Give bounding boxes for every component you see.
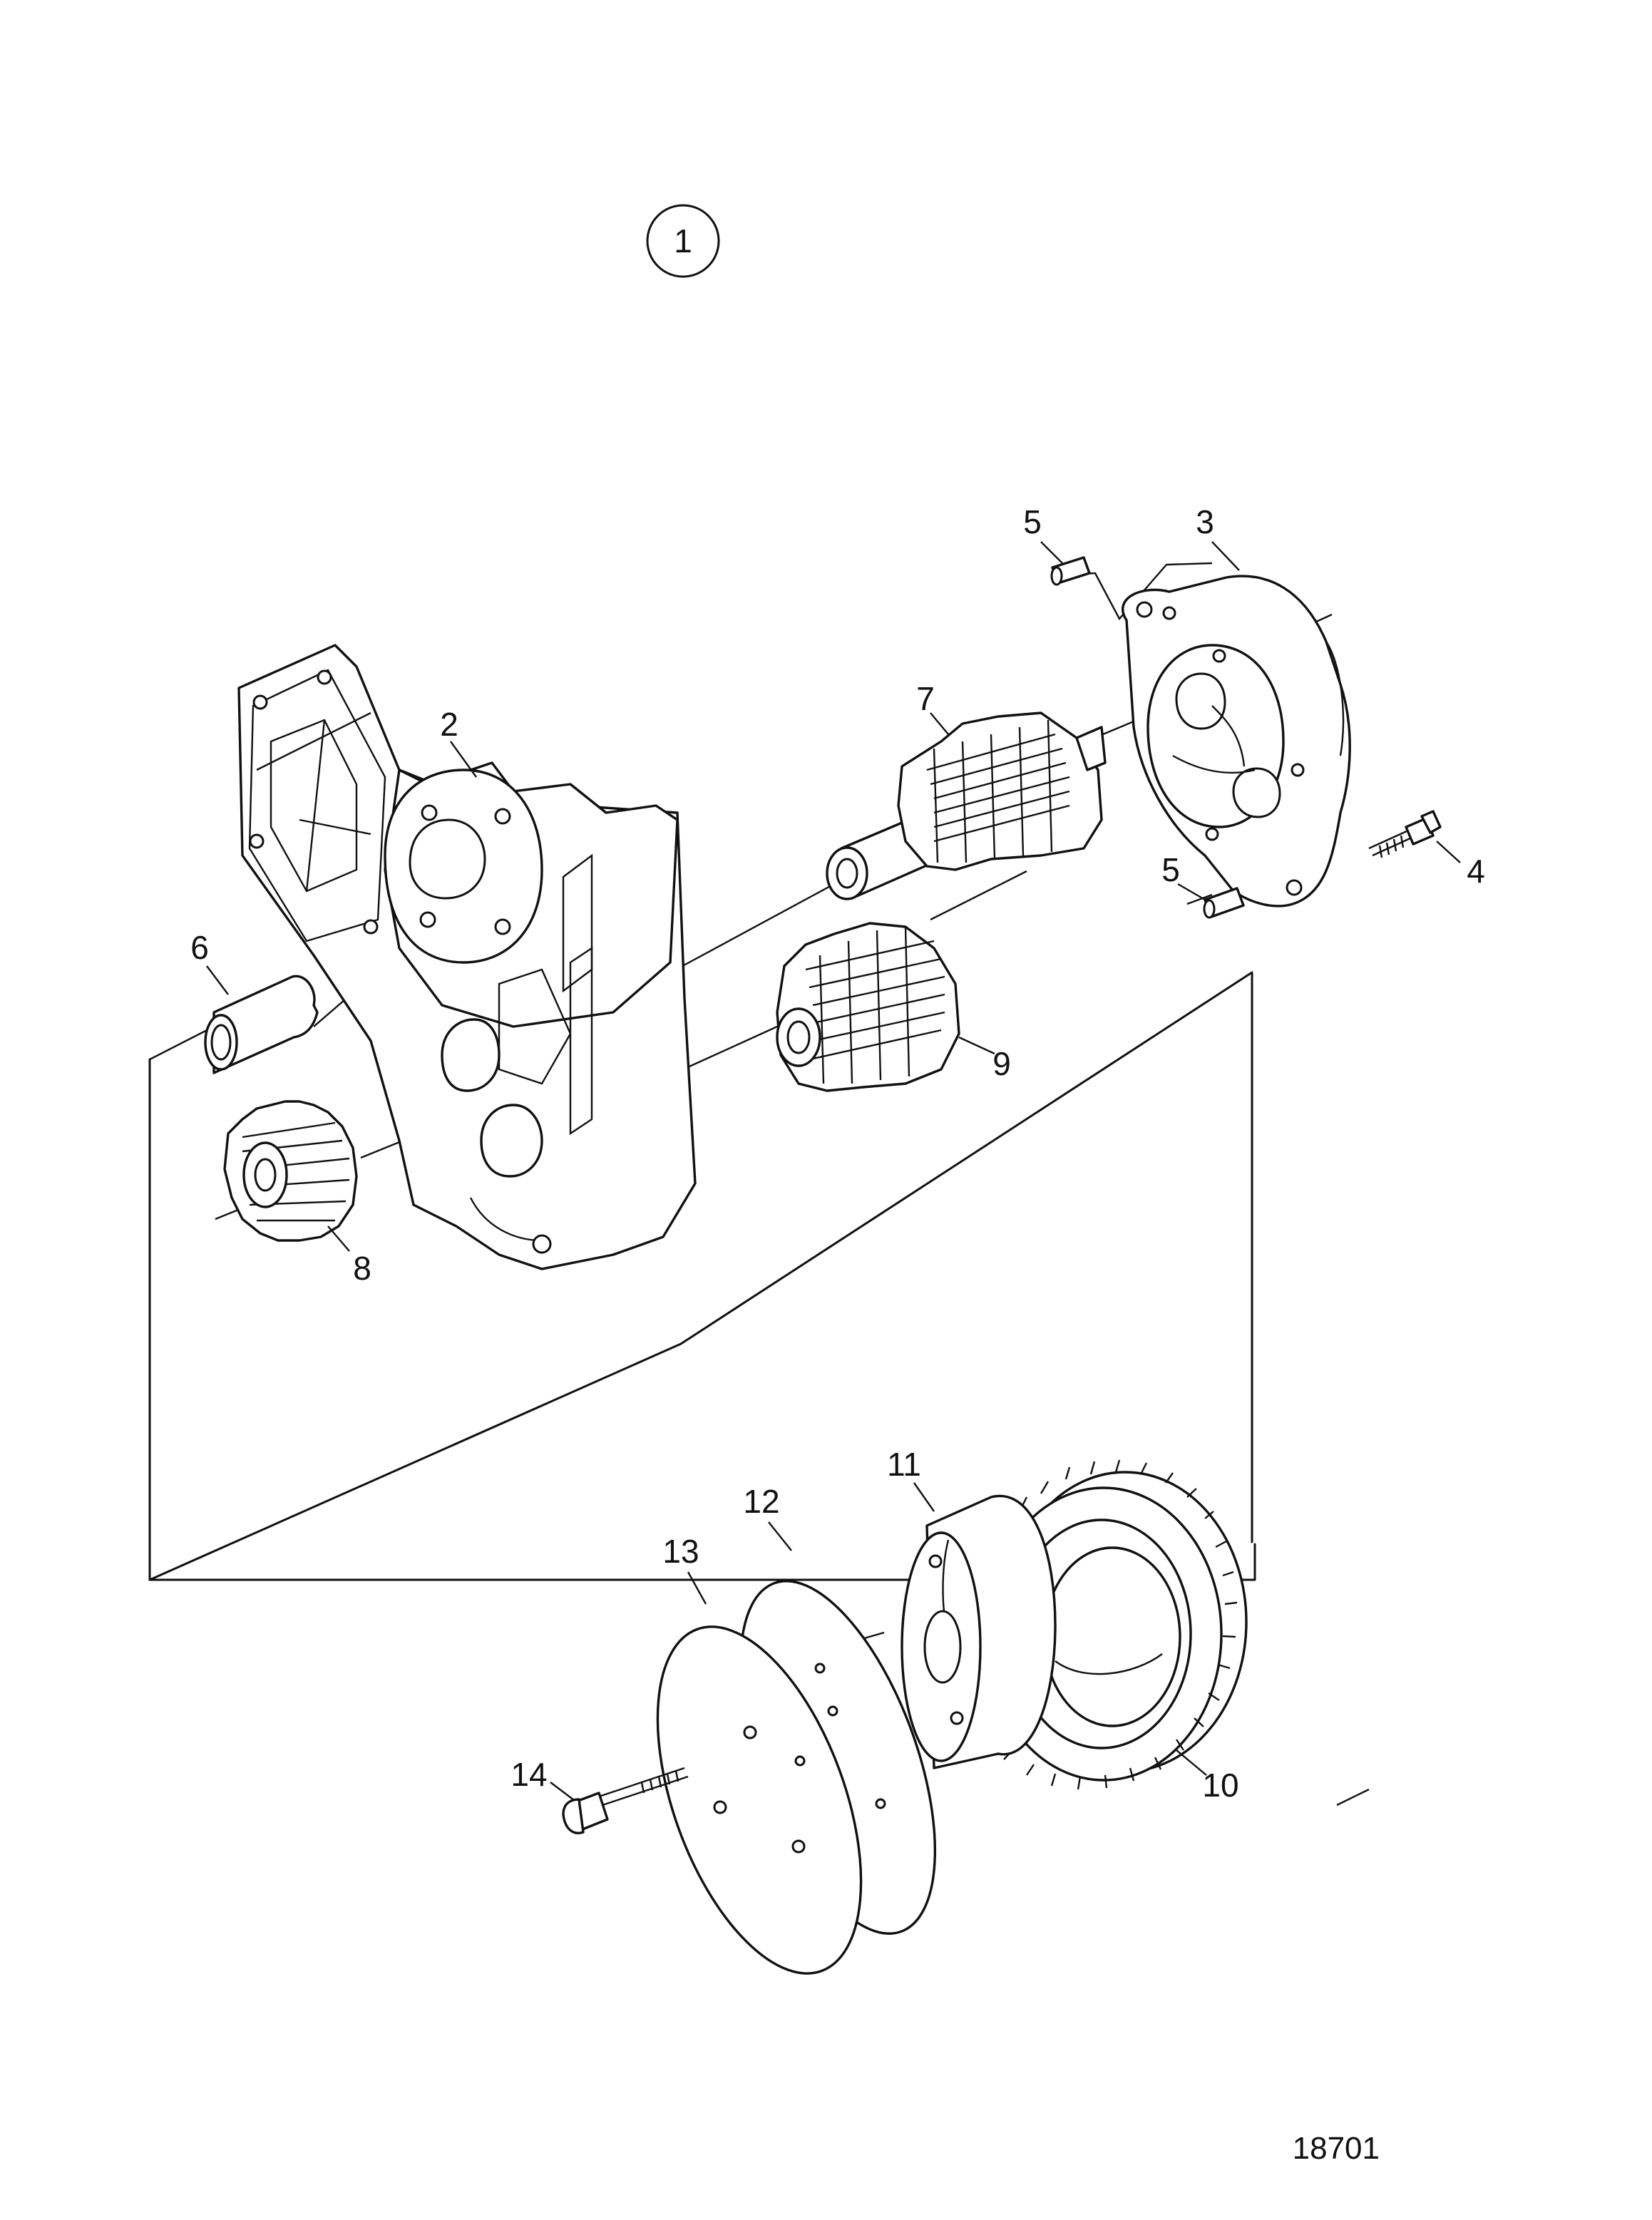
callout-4: 4 bbox=[1467, 853, 1485, 890]
cover-screw bbox=[1368, 810, 1442, 858]
callout-5-upper: 5 bbox=[1023, 503, 1042, 540]
callout-14: 14 bbox=[511, 1756, 547, 1793]
callout-7: 7 bbox=[916, 680, 935, 717]
callout-3: 3 bbox=[1196, 503, 1214, 540]
group-marker: 1 bbox=[646, 204, 720, 278]
drive-gear-shaft bbox=[826, 711, 1107, 900]
callout-13: 13 bbox=[662, 1533, 699, 1570]
callout-12: 12 bbox=[743, 1483, 779, 1520]
hub bbox=[901, 1494, 1057, 1769]
callout-5-lower: 5 bbox=[1161, 851, 1180, 888]
cover-plate bbox=[656, 1625, 863, 1975]
leader-lines bbox=[206, 541, 1461, 1801]
bushing bbox=[204, 975, 319, 1074]
large-gear bbox=[968, 1459, 1248, 1790]
dowel-pin-lower bbox=[1203, 887, 1245, 919]
callout-11: 11 bbox=[887, 1446, 921, 1483]
callout-8: 8 bbox=[353, 1250, 371, 1287]
drawing-number: 18701 bbox=[1293, 2131, 1380, 2166]
callout-6: 6 bbox=[190, 929, 209, 966]
callout-labels: 2 3 4 5 5 6 7 8 9 10 11 12 13 14 bbox=[190, 503, 1485, 1804]
driven-gear bbox=[776, 922, 960, 1092]
pump-housing bbox=[237, 644, 697, 1270]
callout-9: 9 bbox=[992, 1045, 1011, 1082]
group-marker-label: 1 bbox=[674, 222, 692, 259]
pump-cover bbox=[1122, 575, 1351, 908]
bolt bbox=[562, 1767, 689, 1834]
callout-10: 10 bbox=[1202, 1767, 1238, 1804]
callout-2: 2 bbox=[440, 706, 458, 743]
dowel-pin-upper bbox=[1050, 556, 1091, 586]
small-gear bbox=[223, 1100, 358, 1242]
